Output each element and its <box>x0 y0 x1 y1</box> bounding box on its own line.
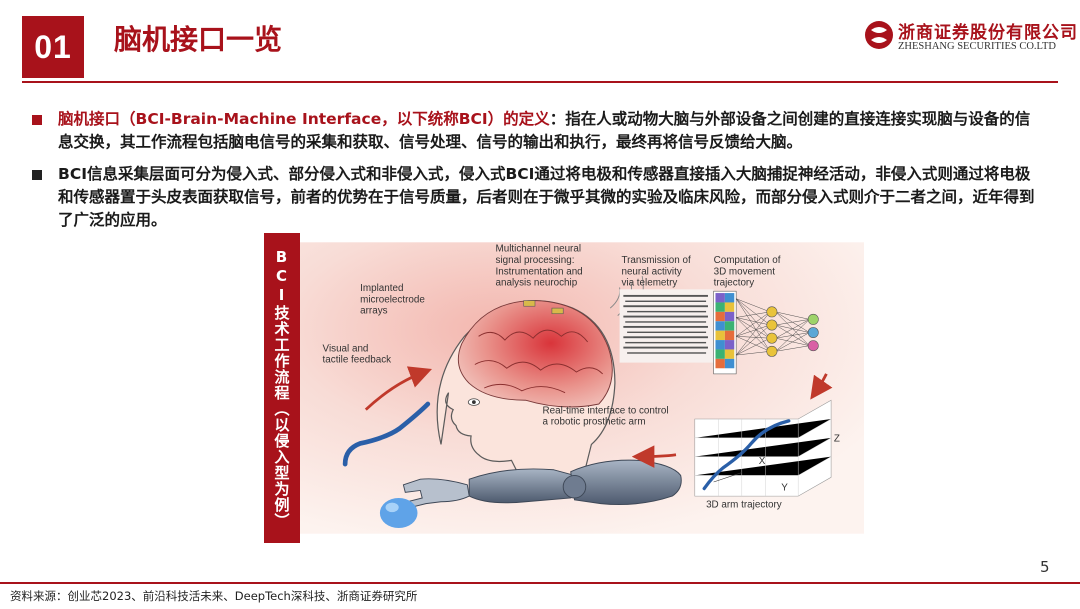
control-arrow <box>631 445 677 468</box>
figure-side-bar <box>264 233 300 543</box>
label-transmission: neural activity <box>621 266 681 277</box>
label-transmission: Transmission of <box>621 255 690 266</box>
bci-workflow-figure: Multichannel neural signal processing: I… <box>300 242 864 534</box>
label-visual-feedback: tactile feedback <box>323 355 392 366</box>
definition-text: ：指在人或动物大脑与外部设备之间创建的直接连接实现脑与设备的信息交换，其工作流程… <box>58 110 1031 151</box>
sphere-object <box>379 497 418 529</box>
flow-arrows <box>364 366 833 468</box>
header-divider <box>22 81 1058 83</box>
axis-label-y: Y <box>781 482 788 493</box>
label-realtime: Real-time interface to control <box>543 405 669 416</box>
label-computation: trajectory <box>714 278 755 289</box>
trajectory-plot <box>694 399 832 497</box>
neural-activity-raster <box>619 289 714 363</box>
label-computation: 3D movement <box>714 266 776 277</box>
company-logo: 浙商证券股份有限公司 ZHESHANG SECURITIES CO.LTD <box>864 18 1077 58</box>
label-realtime: a robotic prosthetic arm <box>543 417 646 428</box>
label-transmission: via telemetry <box>621 278 677 289</box>
label-computation: Computation of <box>714 255 781 266</box>
bullet-classification: BCI信息采集层面可分为侵入式、部分侵入式和非侵入式，侵入式BCI通过将电极和传… <box>30 163 1040 232</box>
label-multichannel: Multichannel neural <box>496 244 582 255</box>
electrode-array <box>523 300 536 307</box>
prosthetic-arm <box>342 401 682 529</box>
label-multichannel: analysis neurochip <box>496 278 578 289</box>
source-note: 资料来源：创业芯2023、前沿科技活未来、DeepTech深科技、浙商证券研究所 <box>10 589 418 603</box>
bullet-list: 脑机接口（BCI-Brain-Machine Interface，以下统称BCI… <box>30 108 1040 241</box>
label-implanted: microelectrode <box>360 294 425 305</box>
label-multichannel: Instrumentation and <box>496 266 583 277</box>
arm-trajectory-line <box>342 401 431 467</box>
label-implanted: arrays <box>360 306 387 317</box>
neural-network-diagram <box>713 290 819 375</box>
computation-arrow <box>810 373 833 400</box>
label-implanted: Implanted <box>360 283 403 294</box>
axis-label-z: Z <box>834 434 840 445</box>
bullet-definition: 脑机接口（BCI-Brain-Machine Interface，以下统称BCI… <box>30 108 1040 154</box>
label-3d-trajectory: 3D arm trajectory <box>706 499 782 510</box>
head-illustration <box>436 276 644 490</box>
bullet-marker <box>32 115 42 125</box>
label-visual-feedback: Visual and <box>323 343 369 354</box>
footer-divider <box>0 582 1080 584</box>
section-number: 01 <box>22 16 84 78</box>
page-number: 5 <box>1040 558 1050 576</box>
figure-labels: Multichannel neural signal processing: I… <box>323 244 840 511</box>
page-title: 脑机接口一览 <box>114 23 283 56</box>
trajectory-curve <box>702 419 791 491</box>
classification-text: BCI信息采集层面可分为侵入式、部分侵入式和非侵入式，侵入式BCI通过将电极和传… <box>58 165 1035 229</box>
logo-icon <box>865 21 893 49</box>
logo-name-en: ZHESHANG SECURITIES CO.LTD <box>898 41 1056 52</box>
figure-side-label: BCI技术工作流程（以侵入型为例） <box>272 247 291 529</box>
label-multichannel: signal processing: <box>496 255 575 266</box>
logo-name-cn: 浙商证券股份有限公司 <box>898 23 1078 43</box>
feedback-arrow <box>364 366 433 411</box>
definition-highlight: 脑机接口（BCI-Brain-Machine Interface，以下统称BCI… <box>58 110 550 128</box>
axis-label-x: X <box>759 456 766 467</box>
bullet-marker <box>32 170 42 180</box>
